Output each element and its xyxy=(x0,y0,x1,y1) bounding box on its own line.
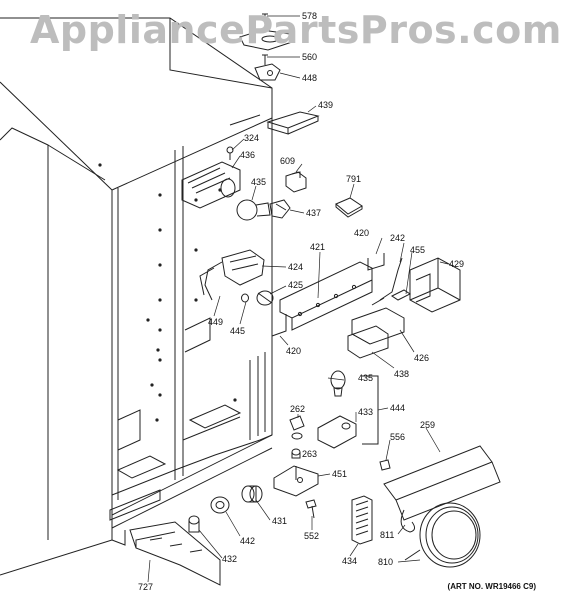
bulb-435 xyxy=(236,199,271,221)
callout-444: 444 xyxy=(390,403,405,413)
switch-609 xyxy=(285,171,307,193)
hinge-451 xyxy=(273,465,319,497)
washer-442 xyxy=(210,496,230,514)
callout-420-upper: 420 xyxy=(354,228,369,238)
leader-lines xyxy=(147,15,449,583)
callout-552: 552 xyxy=(304,531,319,541)
clip-420-top xyxy=(367,253,385,271)
cover-439 xyxy=(266,111,320,135)
cap-432 xyxy=(188,515,200,533)
callout-431: 431 xyxy=(272,516,287,526)
callout-791: 791 xyxy=(346,174,361,184)
callout-442: 442 xyxy=(240,536,255,546)
callout-449: 449 xyxy=(208,317,223,327)
callout-455: 455 xyxy=(410,245,425,255)
callout-426: 426 xyxy=(414,353,429,363)
callout-432: 432 xyxy=(222,554,237,564)
callout-434: 434 xyxy=(342,556,357,566)
callout-433: 433 xyxy=(358,407,373,417)
callout-259: 259 xyxy=(420,420,435,430)
roller-431 xyxy=(241,485,263,503)
callout-448: 448 xyxy=(302,73,317,83)
screw-552 xyxy=(305,499,317,519)
bushing-263 xyxy=(291,448,301,459)
callout-242: 242 xyxy=(390,233,405,243)
callout-435-upper: 435 xyxy=(251,177,266,187)
socket-437 xyxy=(269,199,291,219)
hinge-448 xyxy=(254,63,281,81)
callout-451: 451 xyxy=(332,469,347,479)
callout-262: 262 xyxy=(290,404,305,414)
art-number: (ART NO. WR19466 C9) xyxy=(447,582,536,591)
socket-433 xyxy=(317,415,357,449)
callout-437: 437 xyxy=(306,208,321,218)
shield-791 xyxy=(335,197,363,218)
module-426 xyxy=(351,307,405,345)
callout-439: 439 xyxy=(318,100,333,110)
filter-434 xyxy=(351,495,373,545)
bulb-435-lower xyxy=(330,370,346,397)
callout-810: 810 xyxy=(378,557,393,567)
light-housing-436 xyxy=(181,161,241,209)
pin-262 xyxy=(289,415,305,440)
led-556 xyxy=(379,459,391,471)
knob-425 xyxy=(256,290,274,306)
callout-labels: 578 560 448 439 324 436 609 435 437 791 … xyxy=(138,11,464,592)
harness-424 xyxy=(199,249,265,301)
panel-438 xyxy=(347,325,389,359)
connector-455 xyxy=(391,289,411,301)
callout-811: 811 xyxy=(380,530,394,540)
bolt-560 xyxy=(262,54,268,65)
control-box-429 xyxy=(409,257,461,313)
callout-556: 556 xyxy=(390,432,405,442)
wire-242 xyxy=(371,257,403,306)
callout-425: 425 xyxy=(288,280,303,290)
refrigerator-case xyxy=(0,17,273,576)
callout-727: 727 xyxy=(138,582,153,592)
callout-324: 324 xyxy=(244,133,259,143)
callout-445: 445 xyxy=(230,326,245,336)
screw-578 xyxy=(262,13,268,26)
screw-324 xyxy=(226,146,234,160)
callout-438: 438 xyxy=(394,369,409,379)
shroud-259 xyxy=(383,445,501,521)
callout-578: 578 xyxy=(302,11,317,21)
washer-445 xyxy=(241,293,249,303)
callout-429: 429 xyxy=(449,259,464,269)
coil-810 xyxy=(404,502,481,568)
callout-263: 263 xyxy=(302,449,317,459)
callout-436: 436 xyxy=(240,150,255,160)
clip-420-bottom xyxy=(271,314,287,337)
callout-424: 424 xyxy=(288,262,303,272)
housing-421 xyxy=(279,261,373,331)
callout-421: 421 xyxy=(310,242,325,252)
wire-811 xyxy=(400,509,416,533)
callout-560: 560 xyxy=(302,52,317,62)
grille-727 xyxy=(129,521,221,586)
hinge-plate-top xyxy=(239,29,293,51)
callout-435-lower: 435 xyxy=(358,373,373,383)
callout-609: 609 xyxy=(280,156,295,166)
callout-420-lower: 420 xyxy=(286,346,301,356)
case-screw-holes xyxy=(98,163,237,422)
